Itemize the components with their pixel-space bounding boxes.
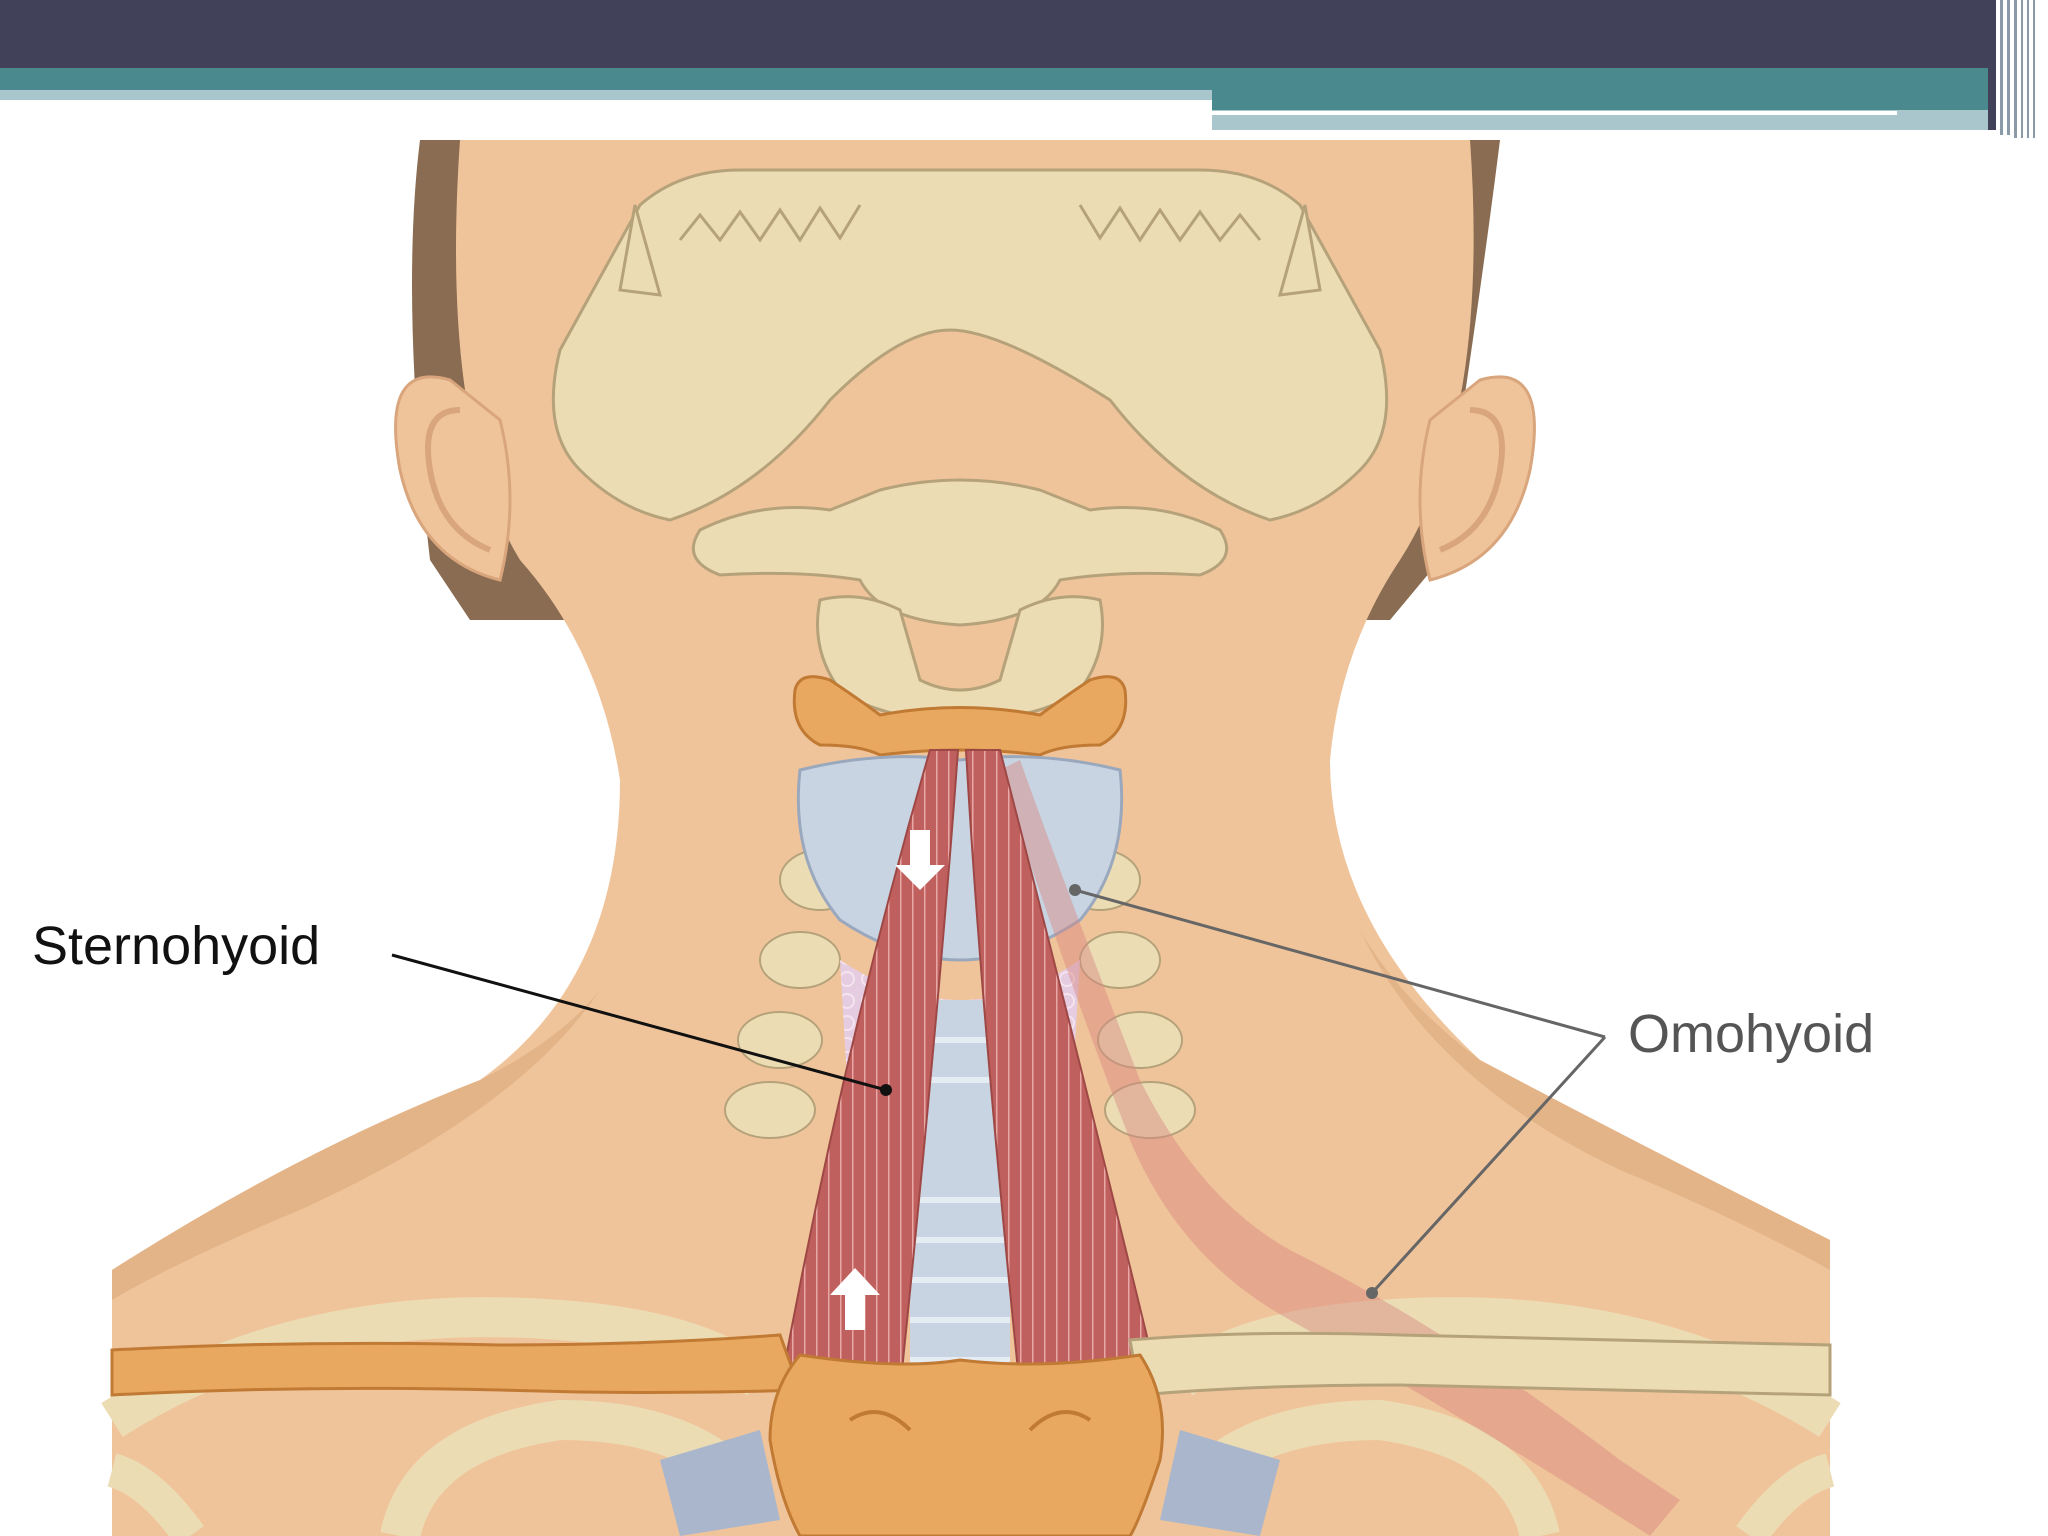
header-bar-light-left <box>0 90 1212 100</box>
clavicles <box>110 1331 1832 1397</box>
ears <box>394 375 1536 582</box>
header-bar-light-right <box>1212 110 2002 130</box>
header-bar-teal-right <box>1212 90 2002 110</box>
mandible <box>551 168 1389 522</box>
label-sternohyoid: Sternohyoid <box>32 916 321 976</box>
cervical-vertebrae-upper <box>691 478 1229 722</box>
omohyoid-muscle <box>1000 760 1680 1536</box>
header-bar-teal <box>0 68 2000 90</box>
leader-lines <box>391 884 1607 1299</box>
sternum <box>660 1353 1280 1536</box>
header-edge-lines <box>1988 0 2048 140</box>
header-bar-dark <box>0 0 1990 68</box>
label-omohyoid: Omohyoid <box>1628 1004 1875 1064</box>
header-white-line <box>1212 111 1897 115</box>
hyoid-bone <box>792 675 1128 757</box>
